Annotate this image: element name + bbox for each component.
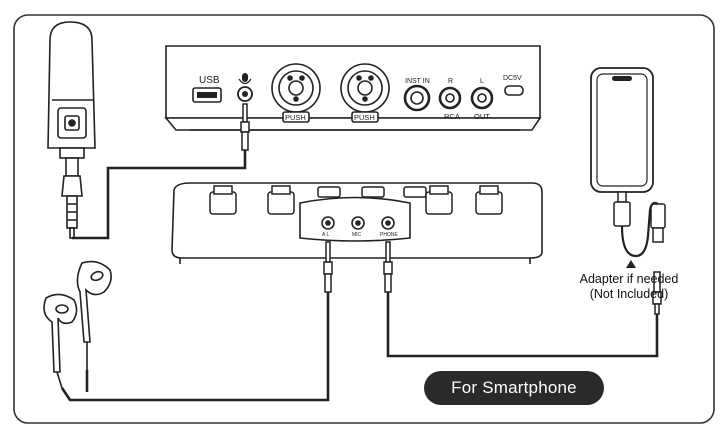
phone-cable-plug: [383, 241, 393, 293]
adapter-note-line1: Adapter if needed: [579, 272, 679, 286]
combo-input-2: [340, 63, 390, 123]
rca-r-jack: [438, 86, 462, 110]
condenser-microphone: [47, 21, 96, 239]
push-label-2: PUSH: [354, 113, 375, 122]
knob-row: [209, 185, 503, 215]
rca-l-jack: [470, 86, 494, 110]
usb-label: USB: [199, 75, 220, 86]
combo-input-1: [271, 63, 321, 123]
adapter-cable: [620, 201, 659, 258]
dc5v-port: [504, 85, 524, 96]
adapter-note-line2: (Not Included): [589, 287, 669, 301]
front-jack-label-1: A L: [322, 232, 329, 238]
earphone-cable: [60, 292, 330, 402]
lightning-adapter: [613, 191, 666, 243]
usb-port-inner: [197, 92, 217, 98]
smartphone-cable: [386, 292, 659, 358]
adapter-plug: [652, 271, 662, 315]
inst-in-jack: [403, 84, 431, 112]
caption-badge: For Smartphone: [424, 371, 604, 405]
adapter-arrow-icon: [626, 260, 636, 268]
out-label: OUT: [474, 112, 490, 121]
rca-r-label: R: [448, 78, 453, 85]
front-jacks: [321, 216, 395, 230]
front-jack-label-3: PHONE: [380, 232, 398, 238]
smartphone: [590, 67, 654, 193]
front-jack-label-2: MIC: [352, 232, 362, 238]
microphone-cable: [72, 150, 247, 240]
adapter-note: Adapter if needed (Not Included): [532, 272, 726, 302]
earphones: [43, 260, 112, 389]
dc5v-label: DC5V: [503, 75, 522, 82]
inst-in-label: INST IN: [405, 78, 430, 85]
rca-l-label: L: [480, 78, 484, 85]
mic-cable-plug: [240, 103, 250, 151]
outer-frame: [13, 14, 715, 424]
rca-label: RCA: [444, 112, 460, 121]
microphone-icon: [238, 73, 252, 85]
mic-jack-hole: [242, 91, 248, 97]
push-label-1: PUSH: [285, 113, 306, 122]
